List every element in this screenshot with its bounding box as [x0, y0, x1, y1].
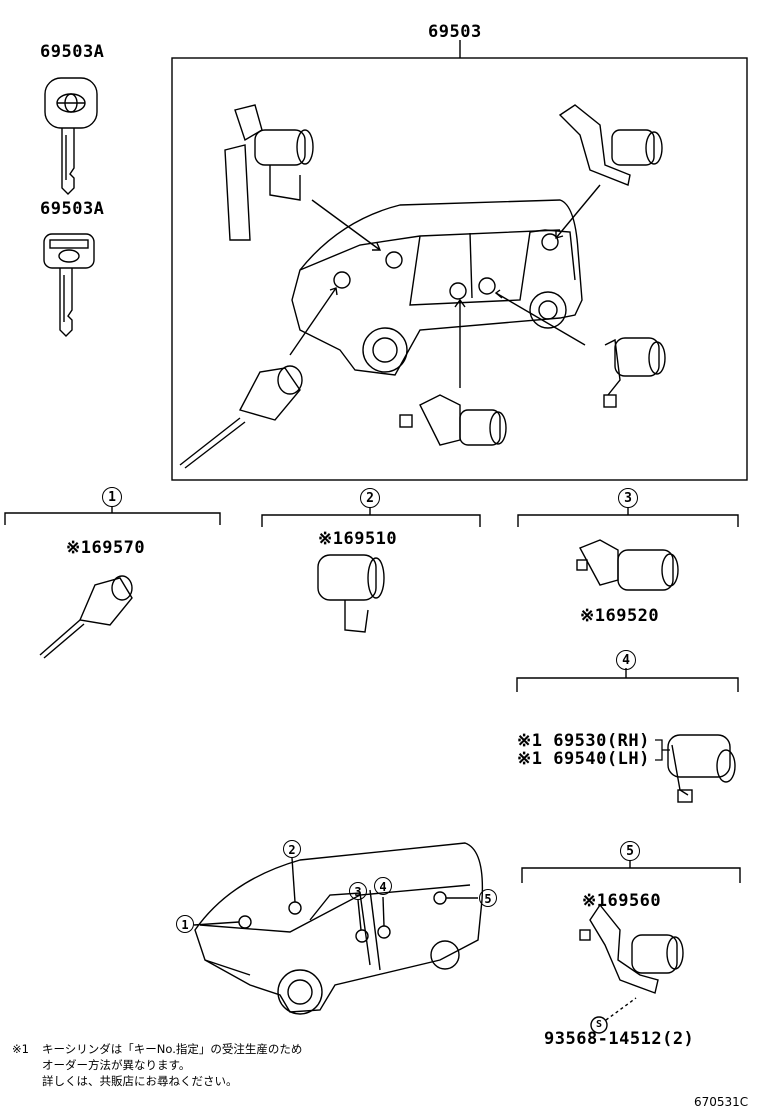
door-lock-cylinder-icon-3: [576, 539, 679, 591]
part-number-69520: ※169520: [580, 606, 660, 626]
footnote-line-2: オーダー方法が異なります。: [42, 1058, 191, 1072]
part-number-69540-lh: ※1 69540(LH): [517, 749, 650, 769]
bolt-marker-circle: [590, 1016, 608, 1034]
bolt-part-number: 93568-14512(2): [544, 1029, 695, 1049]
drawing-code: 670531C: [694, 1095, 749, 1109]
lock-cylinder-icon-2: [317, 554, 385, 633]
group-index-3: 3: [618, 488, 638, 508]
group-index-4: 4: [616, 650, 636, 670]
footnote-line-1: キーシリンダは「キーNo.指定」の受注生産のため: [42, 1042, 303, 1056]
group-4-bracket: [516, 677, 739, 692]
group-2-bracket: [261, 514, 481, 527]
part-number-69570: ※169570: [66, 538, 146, 558]
rear-door-cylinder-icon: [603, 337, 666, 408]
group-index-2: 2: [360, 488, 380, 508]
fuel-lid-cylinder-icon: [179, 365, 303, 469]
ignition-cylinder-icon: [224, 104, 314, 241]
location-arrows: [289, 184, 601, 388]
sub-key-icon: [43, 233, 95, 337]
location-callout-5: 5: [479, 889, 497, 907]
part-number-69530-rh: ※1 69530(RH): [517, 731, 650, 751]
location-callout-3: 3: [349, 882, 367, 900]
group-5-bracket: [521, 867, 741, 883]
part-number-69560: ※169560: [582, 891, 662, 911]
slide-door-cylinder-icon: [399, 394, 507, 446]
van-illustration-top: [291, 199, 583, 376]
key-part-number-2: 69503A: [40, 199, 105, 219]
van-illustration-bottom: [193, 842, 484, 1015]
location-callout-4: 4: [374, 877, 392, 895]
group-index-1: 1: [102, 487, 122, 507]
footnote-marker: ※1: [12, 1042, 29, 1056]
location-callout-1: 1: [176, 915, 194, 933]
location-callout-2: 2: [283, 840, 301, 858]
assembly-number: 69503: [428, 22, 482, 42]
back-door-lock-cylinder-icon-5: [579, 903, 684, 994]
footnote-line-3: 詳しくは、共販店にお尋ねください。: [42, 1074, 238, 1088]
key-part-number-1: 69503A: [40, 42, 105, 62]
group-index-5: 5: [620, 841, 640, 861]
part-number-69510: ※169510: [318, 529, 398, 549]
door-lock-cylinder-icon-4: [667, 734, 736, 803]
lock-cylinder-icon-1: [39, 575, 133, 659]
back-door-cylinder-icon: [558, 104, 663, 186]
bolt-marker: S: [595, 1019, 603, 1030]
master-key-icon: [44, 77, 98, 195]
